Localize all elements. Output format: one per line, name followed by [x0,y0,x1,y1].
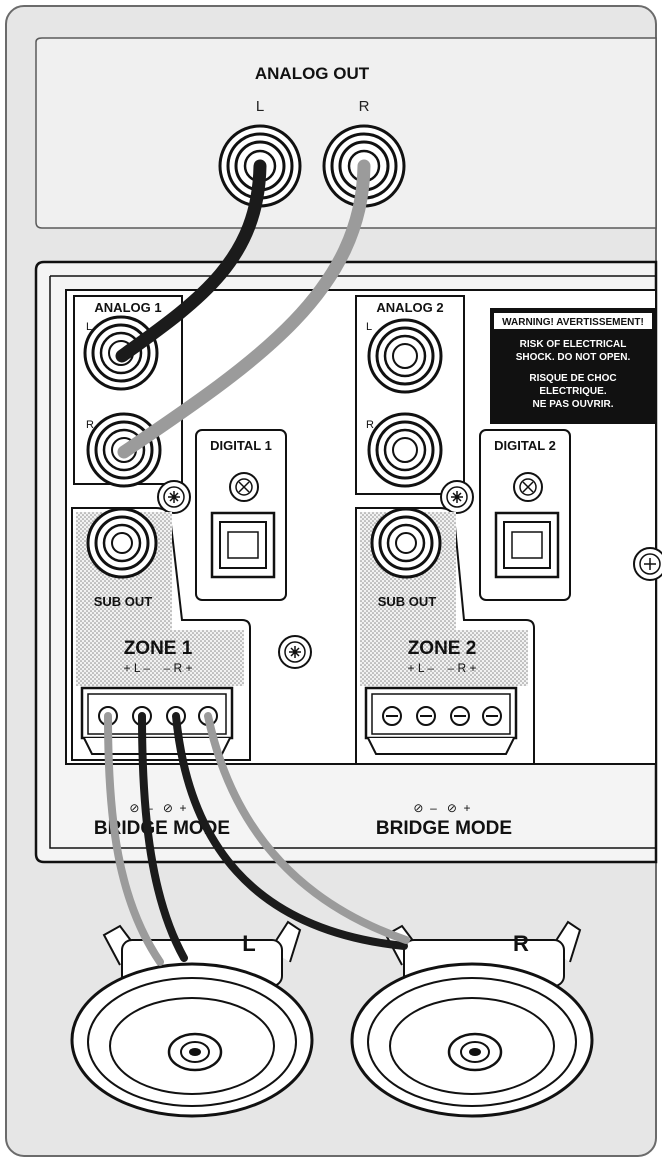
right-neg-wire [172,712,408,950]
right-speaker [350,920,594,1118]
panel-screw-icon [278,635,312,669]
digital-1-screw-icon [229,472,259,502]
zone-1-bridge-label: BRIDGE MODE [94,818,230,839]
analog-2-label: ANALOG 2 [376,300,443,315]
zone-2-speaker-terminal [364,686,518,755]
analog-2-right-label: R [366,419,374,431]
screw-icon [157,480,191,514]
right-pos-wire [204,712,410,944]
zone-2-terminal-signs: + L – – R + [408,661,477,675]
digital-2-label: DIGITAL 2 [494,438,556,453]
analog-1-left-label: L [86,321,92,333]
zone-1-module: ANALOG 1 L R DIGITAL 1 [71,295,312,839]
zone-1-terminal-signs: + L – – R + [124,661,193,675]
analog-1-label: ANALOG 1 [94,300,161,315]
warning-line-2: SHOCK. DO NOT OPEN. [516,352,631,363]
warning-line-5: NE PAS OUVRIR. [533,399,614,410]
warning-line-1: RISK OF ELECTRICAL [520,339,627,350]
sub-out-2-jack [370,507,442,579]
warning-label: WARNING! AVERTISSEMENT! RISK OF ELECTRIC… [490,308,656,424]
warning-line-4: ELECTRIQUE. [539,386,606,397]
left-speaker [70,920,314,1118]
zone-2-bridge-symbols: ⊘ – ⊘ + [413,801,470,815]
zone-1-bridge-symbols: ⊘ – ⊘ + [129,801,186,815]
edge-screw-icon [633,547,662,581]
analog-2-left-jack [367,318,443,394]
source-left-label: L [256,98,264,115]
zone-2-module: ANALOG 2 L R DIGITAL 2 [355,295,571,839]
zone-1-label: ZONE 1 [124,638,193,659]
digital-1-label: DIGITAL 1 [210,438,272,453]
rca-cable-black [115,159,267,363]
left-neg-wire [138,712,188,962]
optical-port-2 [494,511,560,579]
zone-2-label: ZONE 2 [408,638,477,659]
screw-icon [440,480,474,514]
sub-out-2-label: SUB OUT [378,594,437,609]
left-pos-wire [104,712,164,966]
source-right-label: R [359,98,370,115]
source-device: ANALOG OUT L R [35,37,657,229]
optical-port-1 [210,511,276,579]
analog-1-right-label: R [86,419,94,431]
rca-cables [115,159,371,459]
analog-2-right-jack [367,412,443,488]
digital-2-screw-icon [513,472,543,502]
speaker-wires [104,712,410,966]
rca-cable-gray [117,159,371,459]
right-speaker-label: R [513,931,529,956]
warning-line-3: RISQUE DE CHOC [529,373,616,384]
zone-2-bridge-label: BRIDGE MODE [376,818,512,839]
warning-title: WARNING! AVERTISSEMENT! [502,317,644,328]
sub-out-1-jack [86,507,158,579]
analog-out-title: ANALOG OUT [255,64,370,83]
left-speaker-label: L [242,931,255,956]
sub-out-1-label: SUB OUT [94,594,153,609]
analog-2-left-label: L [366,321,372,333]
